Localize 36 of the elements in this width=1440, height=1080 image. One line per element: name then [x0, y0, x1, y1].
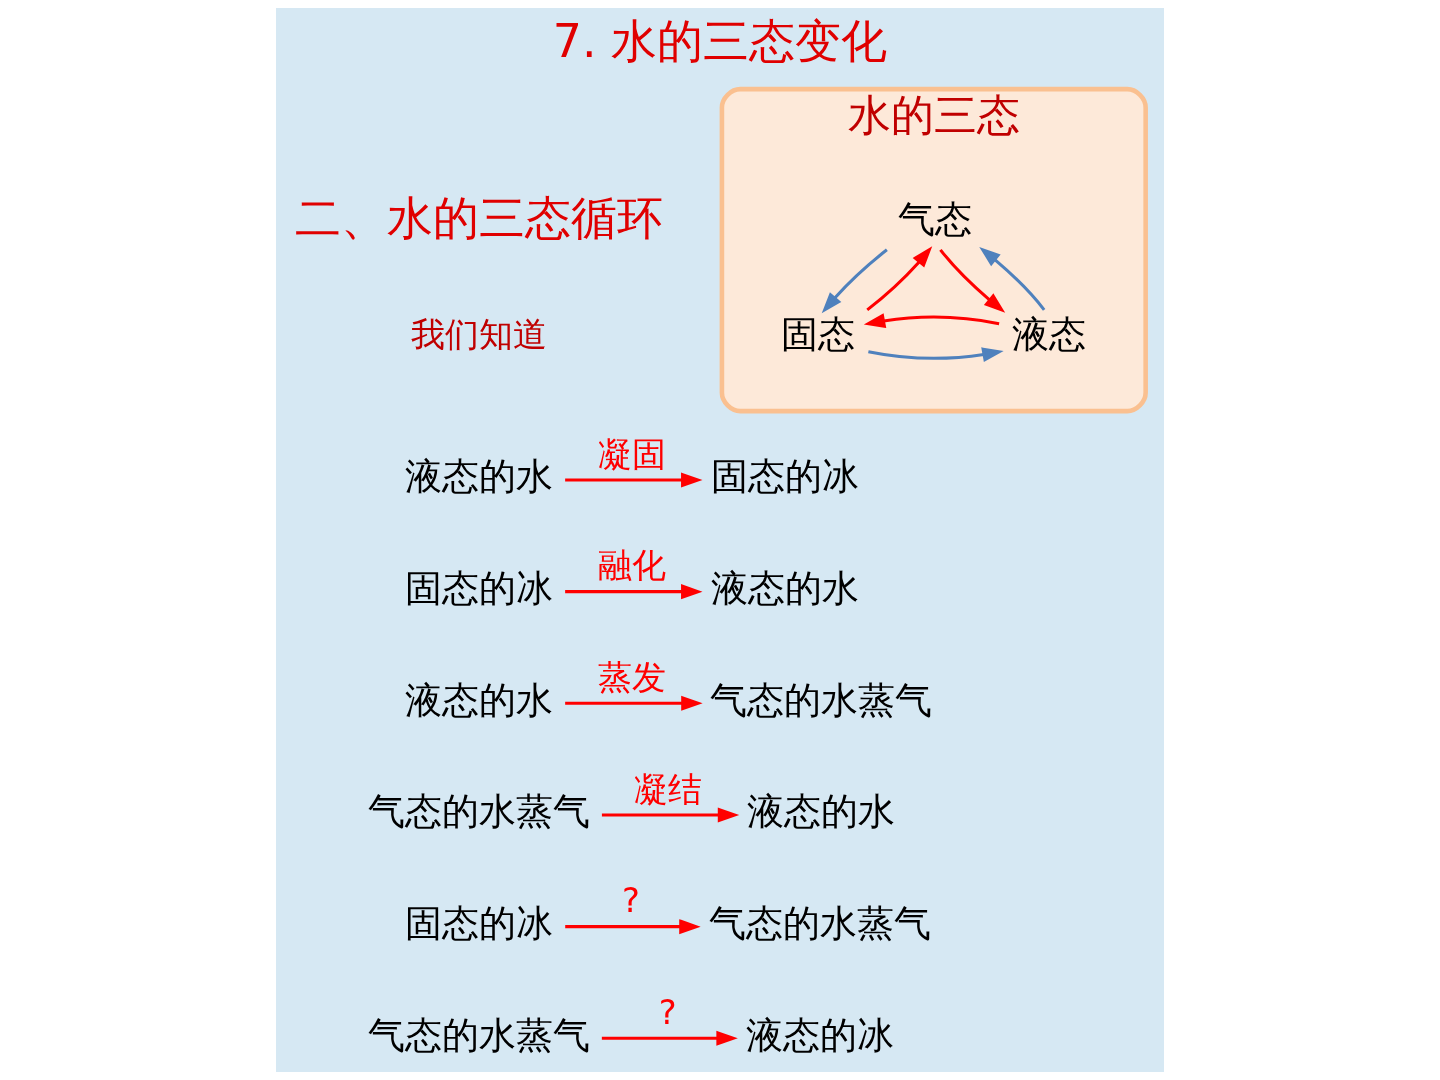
edge-label: 凝固 — [597, 434, 666, 474]
arrow — [868, 347, 1004, 363]
node-text: 固态 — [781, 313, 856, 357]
label: 二、水的三态循环 — [294, 190, 663, 245]
edge-label: ? — [658, 992, 677, 1032]
node-text: 液态的水 — [747, 790, 896, 834]
arrow — [939, 248, 1006, 313]
diagram-title: 7. 水的三态变化 — [552, 13, 888, 68]
label: 我们知道 — [410, 315, 547, 355]
arrow — [565, 695, 703, 711]
node-text: 液态 — [1012, 313, 1087, 357]
arrow — [565, 472, 703, 488]
node-text: 液态的水 — [404, 455, 553, 499]
arrow — [565, 919, 701, 935]
node-text: 固态的冰 — [404, 567, 553, 611]
node-text: 气态的水蒸气 — [708, 902, 931, 946]
arrow — [863, 313, 1000, 329]
node-text: 气态的水蒸气 — [367, 1013, 590, 1057]
node-text: 固态的冰 — [404, 902, 553, 946]
node-text: 气态 — [897, 197, 972, 241]
arrow — [821, 248, 888, 314]
edge-label: 蒸发 — [597, 657, 666, 697]
edge-label: 融化 — [597, 546, 666, 586]
arrow — [565, 584, 703, 600]
arrow — [866, 246, 933, 312]
node-text: 液态的水 — [710, 567, 859, 611]
arrow — [601, 807, 740, 823]
edge-label: 凝结 — [634, 769, 703, 809]
node-text: 固态的冰 — [710, 455, 859, 499]
arrow — [601, 1030, 738, 1046]
arrow — [979, 246, 1046, 311]
node-text: 气态的水蒸气 — [710, 678, 933, 722]
node-text: 液态的冰 — [745, 1013, 894, 1057]
node-text: 液态的水 — [404, 678, 553, 722]
edge-label: ? — [621, 881, 640, 921]
node-text: 气态的水蒸气 — [367, 790, 590, 834]
